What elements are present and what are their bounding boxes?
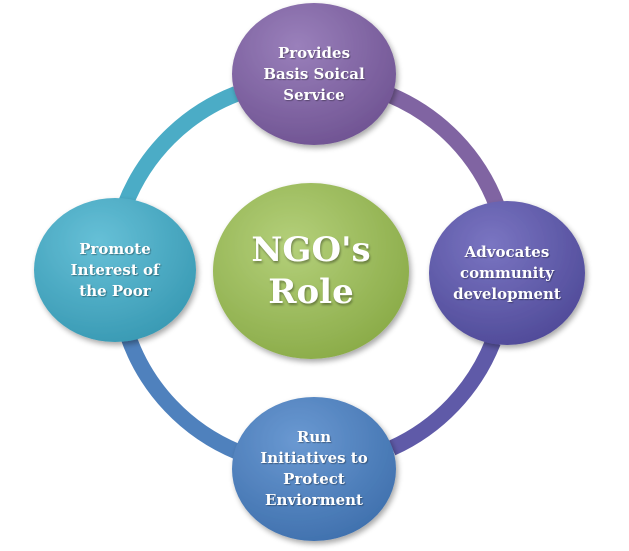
node-top-circle [232, 3, 396, 145]
node-left-circle [34, 198, 196, 342]
node-top-label: Provides Basis Soical Service [263, 43, 365, 104]
center-label: NGO's Role [251, 230, 371, 312]
node-left-label: Promote Interest of the Poor [70, 239, 160, 300]
node-right-circle [429, 201, 585, 345]
node-right-label: Advocates community development [453, 242, 561, 303]
arc-right-to-bottom [388, 338, 501, 456]
node-bottom-label: Run Initiatives to Protect Enviorment [260, 428, 368, 509]
arc-top-to-right [386, 87, 505, 209]
arc-bottom-to-left [120, 333, 242, 460]
center-circle [213, 183, 409, 359]
arc-left-to-top [117, 86, 239, 208]
node-bottom-circle [232, 397, 396, 541]
